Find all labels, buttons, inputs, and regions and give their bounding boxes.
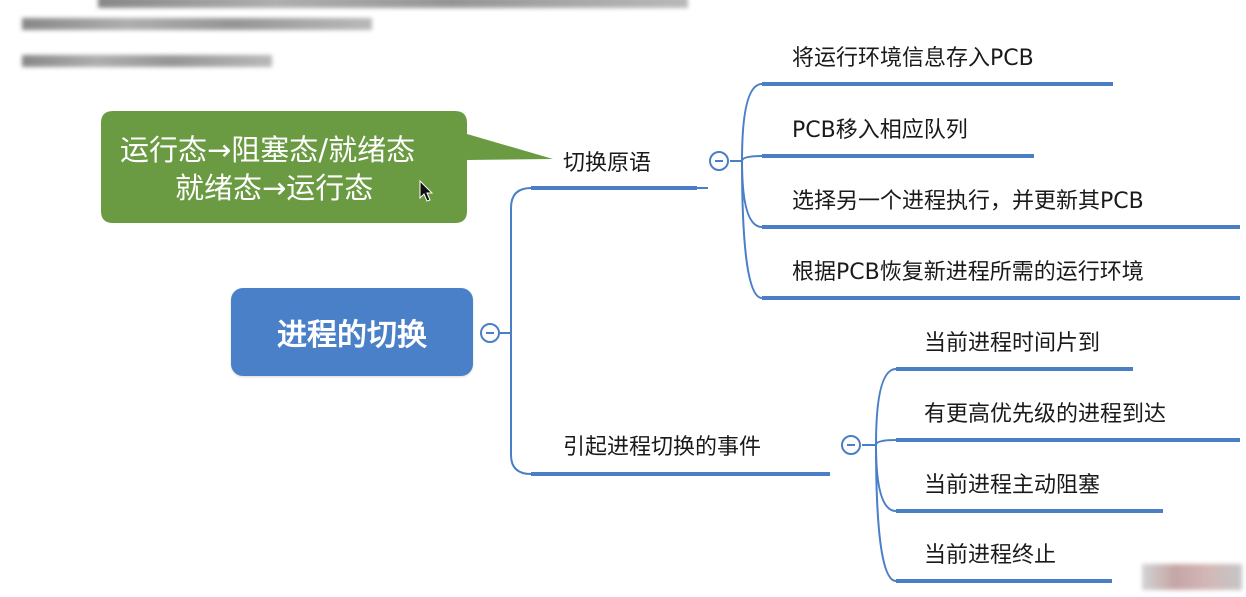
mouse-cursor-icon	[419, 179, 434, 202]
root-collapse-toggle[interactable]	[480, 323, 500, 343]
leaf-restore-context-from-pcb[interactable]: 根据PCB恢复新进程所需的运行环境	[792, 260, 1144, 285]
root-node-label: 进程的切换	[277, 318, 427, 353]
blurred-header-line-2	[22, 18, 372, 30]
branch-events[interactable]: 引起进程切换的事件	[563, 435, 762, 460]
leaf-move-pcb-to-queue[interactable]: PCB移入相应队列	[792, 118, 968, 143]
watermark-logo	[1142, 564, 1242, 590]
callout-bubble	[101, 111, 553, 223]
connector-branch-events	[510, 333, 830, 475]
leaf-process-blocks[interactable]: 当前进程主动阻塞	[924, 473, 1101, 498]
leaf-process-terminates[interactable]: 当前进程终止	[924, 543, 1057, 568]
blurred-header-line-3	[22, 55, 272, 67]
connector-branch-switch-primitive	[510, 187, 697, 333]
branch-events-collapse-toggle[interactable]	[841, 435, 861, 455]
leaf-time-slice-expired[interactable]: 当前进程时间片到	[924, 331, 1101, 356]
branch-switch-primitive-collapse-toggle[interactable]	[709, 151, 729, 171]
leaf-select-another-process[interactable]: 选择另一个进程执行，并更新其PCB	[792, 189, 1144, 214]
branch-switch-primitive[interactable]: 切换原语	[563, 151, 652, 176]
root-node[interactable]: 进程的切换	[231, 288, 473, 376]
blurred-header-line-1	[98, 0, 688, 8]
leaf-save-context-to-pcb[interactable]: 将运行环境信息存入PCB	[792, 46, 1034, 71]
leaf-higher-priority-arrives[interactable]: 有更高优先级的进程到达	[924, 402, 1167, 427]
callout-line-1: 运行态→阻塞态/就绪态	[120, 133, 416, 167]
callout-line-2: 就绪态→运行态	[175, 171, 374, 205]
